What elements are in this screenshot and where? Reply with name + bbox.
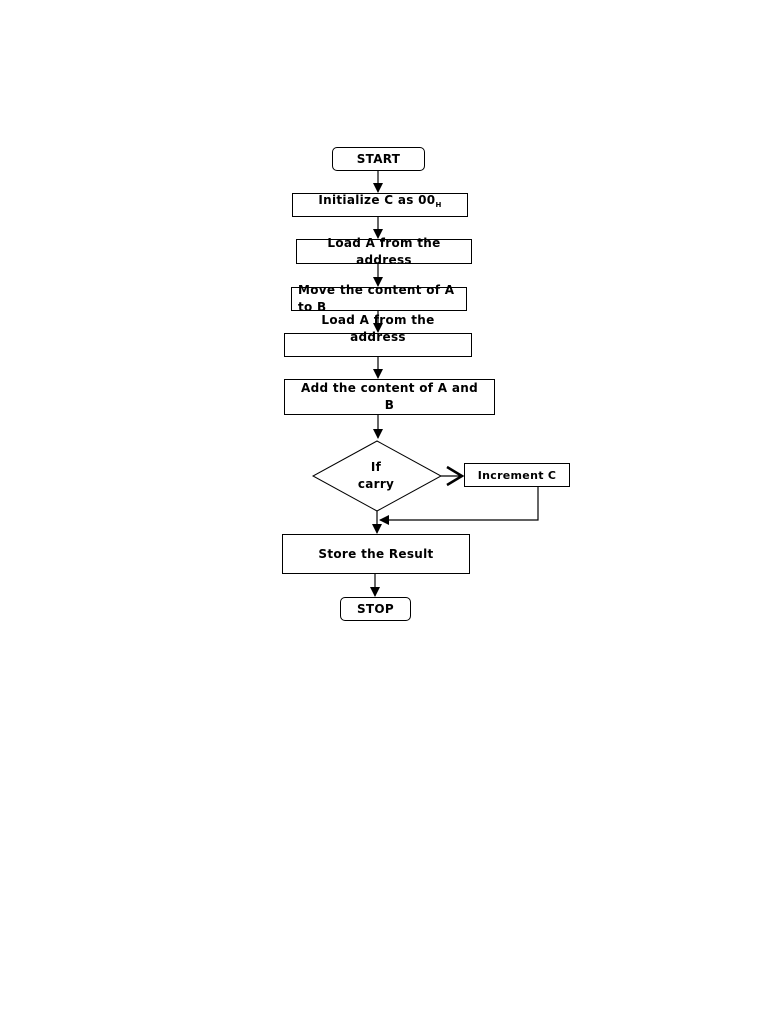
load-a-node-2 [284,333,472,357]
move-node [291,287,467,311]
initialize-node: Initialize C as 00H [292,193,468,217]
increment-label: Increment C [477,468,557,482]
load-a-label-2: Load A from the address [321,313,435,344]
decision-label: If carry [357,460,395,491]
increment-node: Increment C [464,463,570,487]
stop-node: STOP [340,597,411,621]
start-node: START [332,147,425,171]
arrow-increment-return [379,487,539,525]
increment-arrowhead [446,465,465,487]
store-label: Store the Result [318,546,434,561]
store-node: Store the Result [282,534,470,574]
load-a-node-1 [296,239,472,264]
load-a-label-1: Load A from the address [327,236,441,267]
add-label: Add the content of A and B [300,381,478,412]
initialize-label: Initialize C as 00H [318,193,442,209]
move-label: Move the content of A to B [298,283,455,314]
add-node: Add the content of A and B [284,379,495,415]
start-label: START [356,151,401,166]
stop-label: STOP [356,601,395,616]
hex-subscript: H [435,201,442,209]
